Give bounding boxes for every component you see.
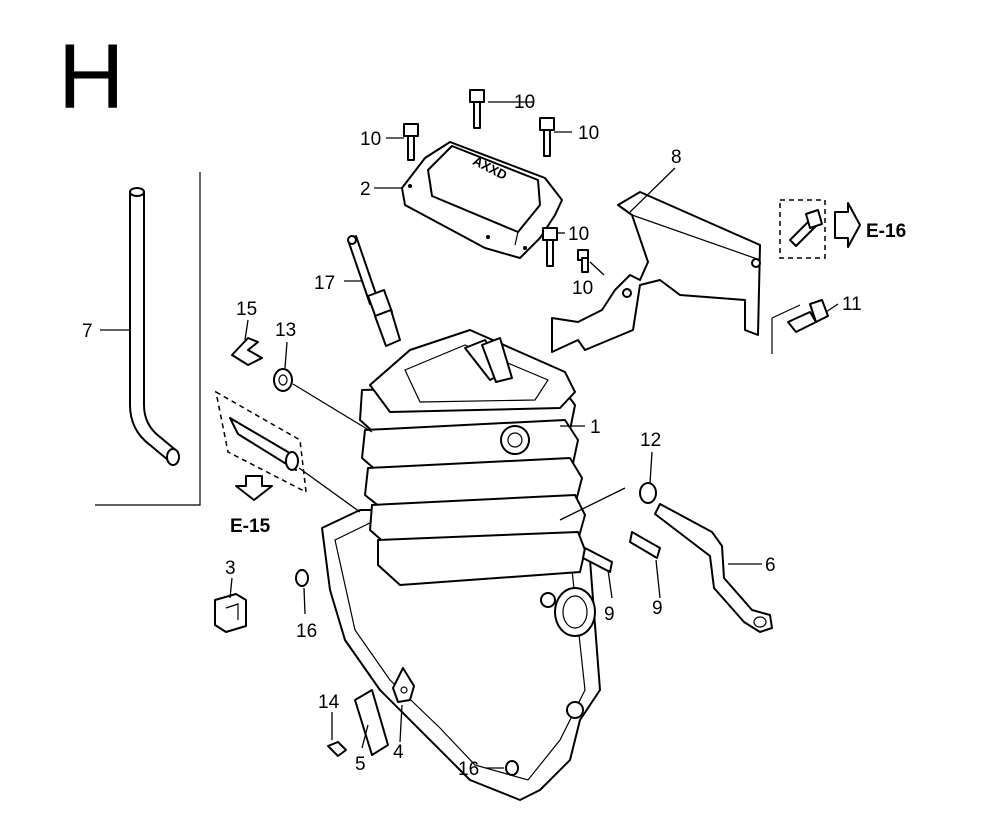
- part-label-16-lower: 16: [458, 759, 479, 780]
- part-label-9-left: 9: [604, 604, 615, 625]
- cover-bolts-drawing: [403, 89, 589, 273]
- part-label-12: 12: [640, 430, 661, 451]
- part-label-2: 2: [360, 179, 371, 200]
- part-labels: 10 10 10 10 10 2 8 11 17 15 13 7 1 12 6 …: [82, 92, 862, 780]
- part-label-1: 1: [590, 417, 601, 438]
- part-label-5: 5: [355, 754, 366, 775]
- part-label-8: 8: [671, 147, 682, 168]
- part-label-16-upper: 16: [296, 621, 317, 642]
- part-label-14: 14: [318, 692, 340, 713]
- part-label-10-lower-right: 10: [568, 224, 589, 245]
- part-label-10-top: 10: [514, 92, 535, 113]
- cylinder-block-drawing: [321, 329, 601, 801]
- bracket-plate-drawing: [551, 191, 761, 353]
- lever-and-studs-drawing: [582, 482, 773, 633]
- small-parts-drawing: [214, 569, 519, 776]
- fuel-tube-drawing: [95, 172, 201, 506]
- reference-e15: E-15: [230, 516, 271, 537]
- clip-and-duct-drawing: [214, 337, 307, 501]
- leader-lines: [100, 101, 839, 769]
- part-label-10-lower: 10: [572, 278, 593, 299]
- head-cover-drawing: AXXD: [401, 141, 563, 259]
- spark-plug-drawing: [347, 235, 401, 347]
- part-label-11: 11: [842, 294, 862, 315]
- part-label-17: 17: [314, 273, 335, 294]
- part-label-6: 6: [765, 555, 776, 576]
- part-label-10-right: 10: [578, 123, 599, 144]
- section-letter: H: [58, 26, 124, 128]
- reference-e16: E-16: [866, 221, 906, 242]
- part-label-13: 13: [275, 320, 296, 341]
- part-label-4: 4: [393, 742, 404, 763]
- bracket-bolts-drawing: [771, 199, 861, 354]
- part-label-9-right: 9: [652, 598, 663, 619]
- part-label-10-left: 10: [360, 129, 381, 150]
- part-label-3: 3: [225, 558, 236, 579]
- part-label-7: 7: [82, 321, 93, 342]
- part-label-15: 15: [236, 299, 257, 320]
